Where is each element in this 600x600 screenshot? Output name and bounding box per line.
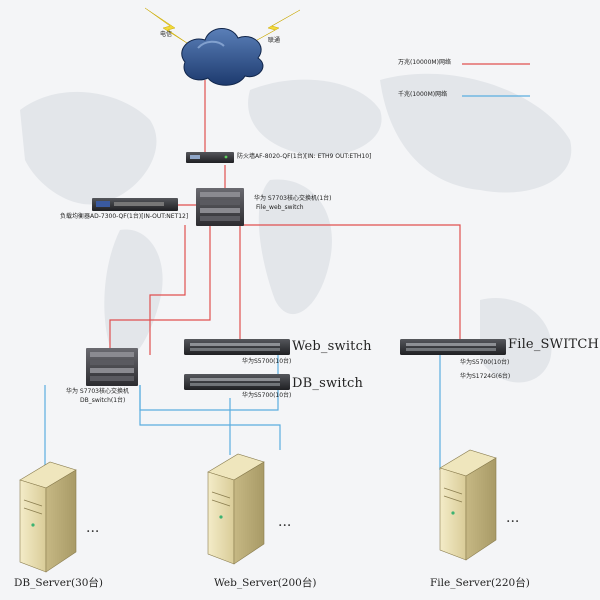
core-db-label-line1: 华为 S7703核心交换机 xyxy=(66,388,129,395)
file-server-icon xyxy=(439,449,497,561)
web-switch-model: 华为S5700(10台) xyxy=(242,358,292,365)
lightning-icon-left xyxy=(144,7,191,46)
wan-links xyxy=(109,80,461,355)
core-file-label-line1: 华为 S7703核心交换机(1台) xyxy=(254,195,332,202)
db-switch-device xyxy=(184,374,290,390)
web-switch-name: Web_switch xyxy=(292,339,372,354)
file-switch-model-line1: 华为S5700(10台) xyxy=(460,359,510,366)
file-server-ellipsis: ... xyxy=(506,510,520,526)
legend-gig-label: 千兆(1000M)网络 xyxy=(398,91,448,98)
db-server-icon xyxy=(19,461,77,573)
firewall-label: 防火墙AF-8020-QF(1台)[IN: ETH9 OUT:ETH10] xyxy=(237,153,372,160)
web-server-icon xyxy=(207,453,265,565)
web-switch-device xyxy=(184,339,290,355)
web-server-label: Web_Server(200台) xyxy=(214,577,317,589)
core-db-label-line2: DB_switch(1台) xyxy=(80,397,126,404)
legend-wan-label: 万兆(10000M)网络 xyxy=(398,59,451,66)
internet-cloud-icon xyxy=(181,28,264,86)
db-switch-name: DB_switch xyxy=(292,376,364,391)
file-switch-name: File_SWITCH xyxy=(508,337,600,352)
core-switch-file-device xyxy=(196,188,244,226)
isp-label-left: 电信 xyxy=(160,31,173,38)
firewall-device xyxy=(186,152,234,163)
file-switch-model-line2: 华为S1724G(6台) xyxy=(460,373,511,380)
db-server-ellipsis: ... xyxy=(86,520,100,536)
isp-label-right: 联通 xyxy=(268,37,281,44)
db-server-label: DB_Server(30台) xyxy=(14,577,104,589)
file-switch-device xyxy=(400,339,506,355)
core-switch-db-device xyxy=(86,348,138,386)
load-balancer-device xyxy=(92,198,178,211)
core-file-label-line2: File_web_switch xyxy=(256,204,304,211)
world-map-background xyxy=(20,73,572,383)
web-server-ellipsis: ... xyxy=(278,514,292,530)
db-switch-model: 华为S5700(10台) xyxy=(242,392,292,399)
load-balancer-label: 负载均衡器AD-7300-QF(1台)[IN-OUT:NET12] xyxy=(60,213,189,220)
file-server-label: File_Server(220台) xyxy=(430,577,530,589)
